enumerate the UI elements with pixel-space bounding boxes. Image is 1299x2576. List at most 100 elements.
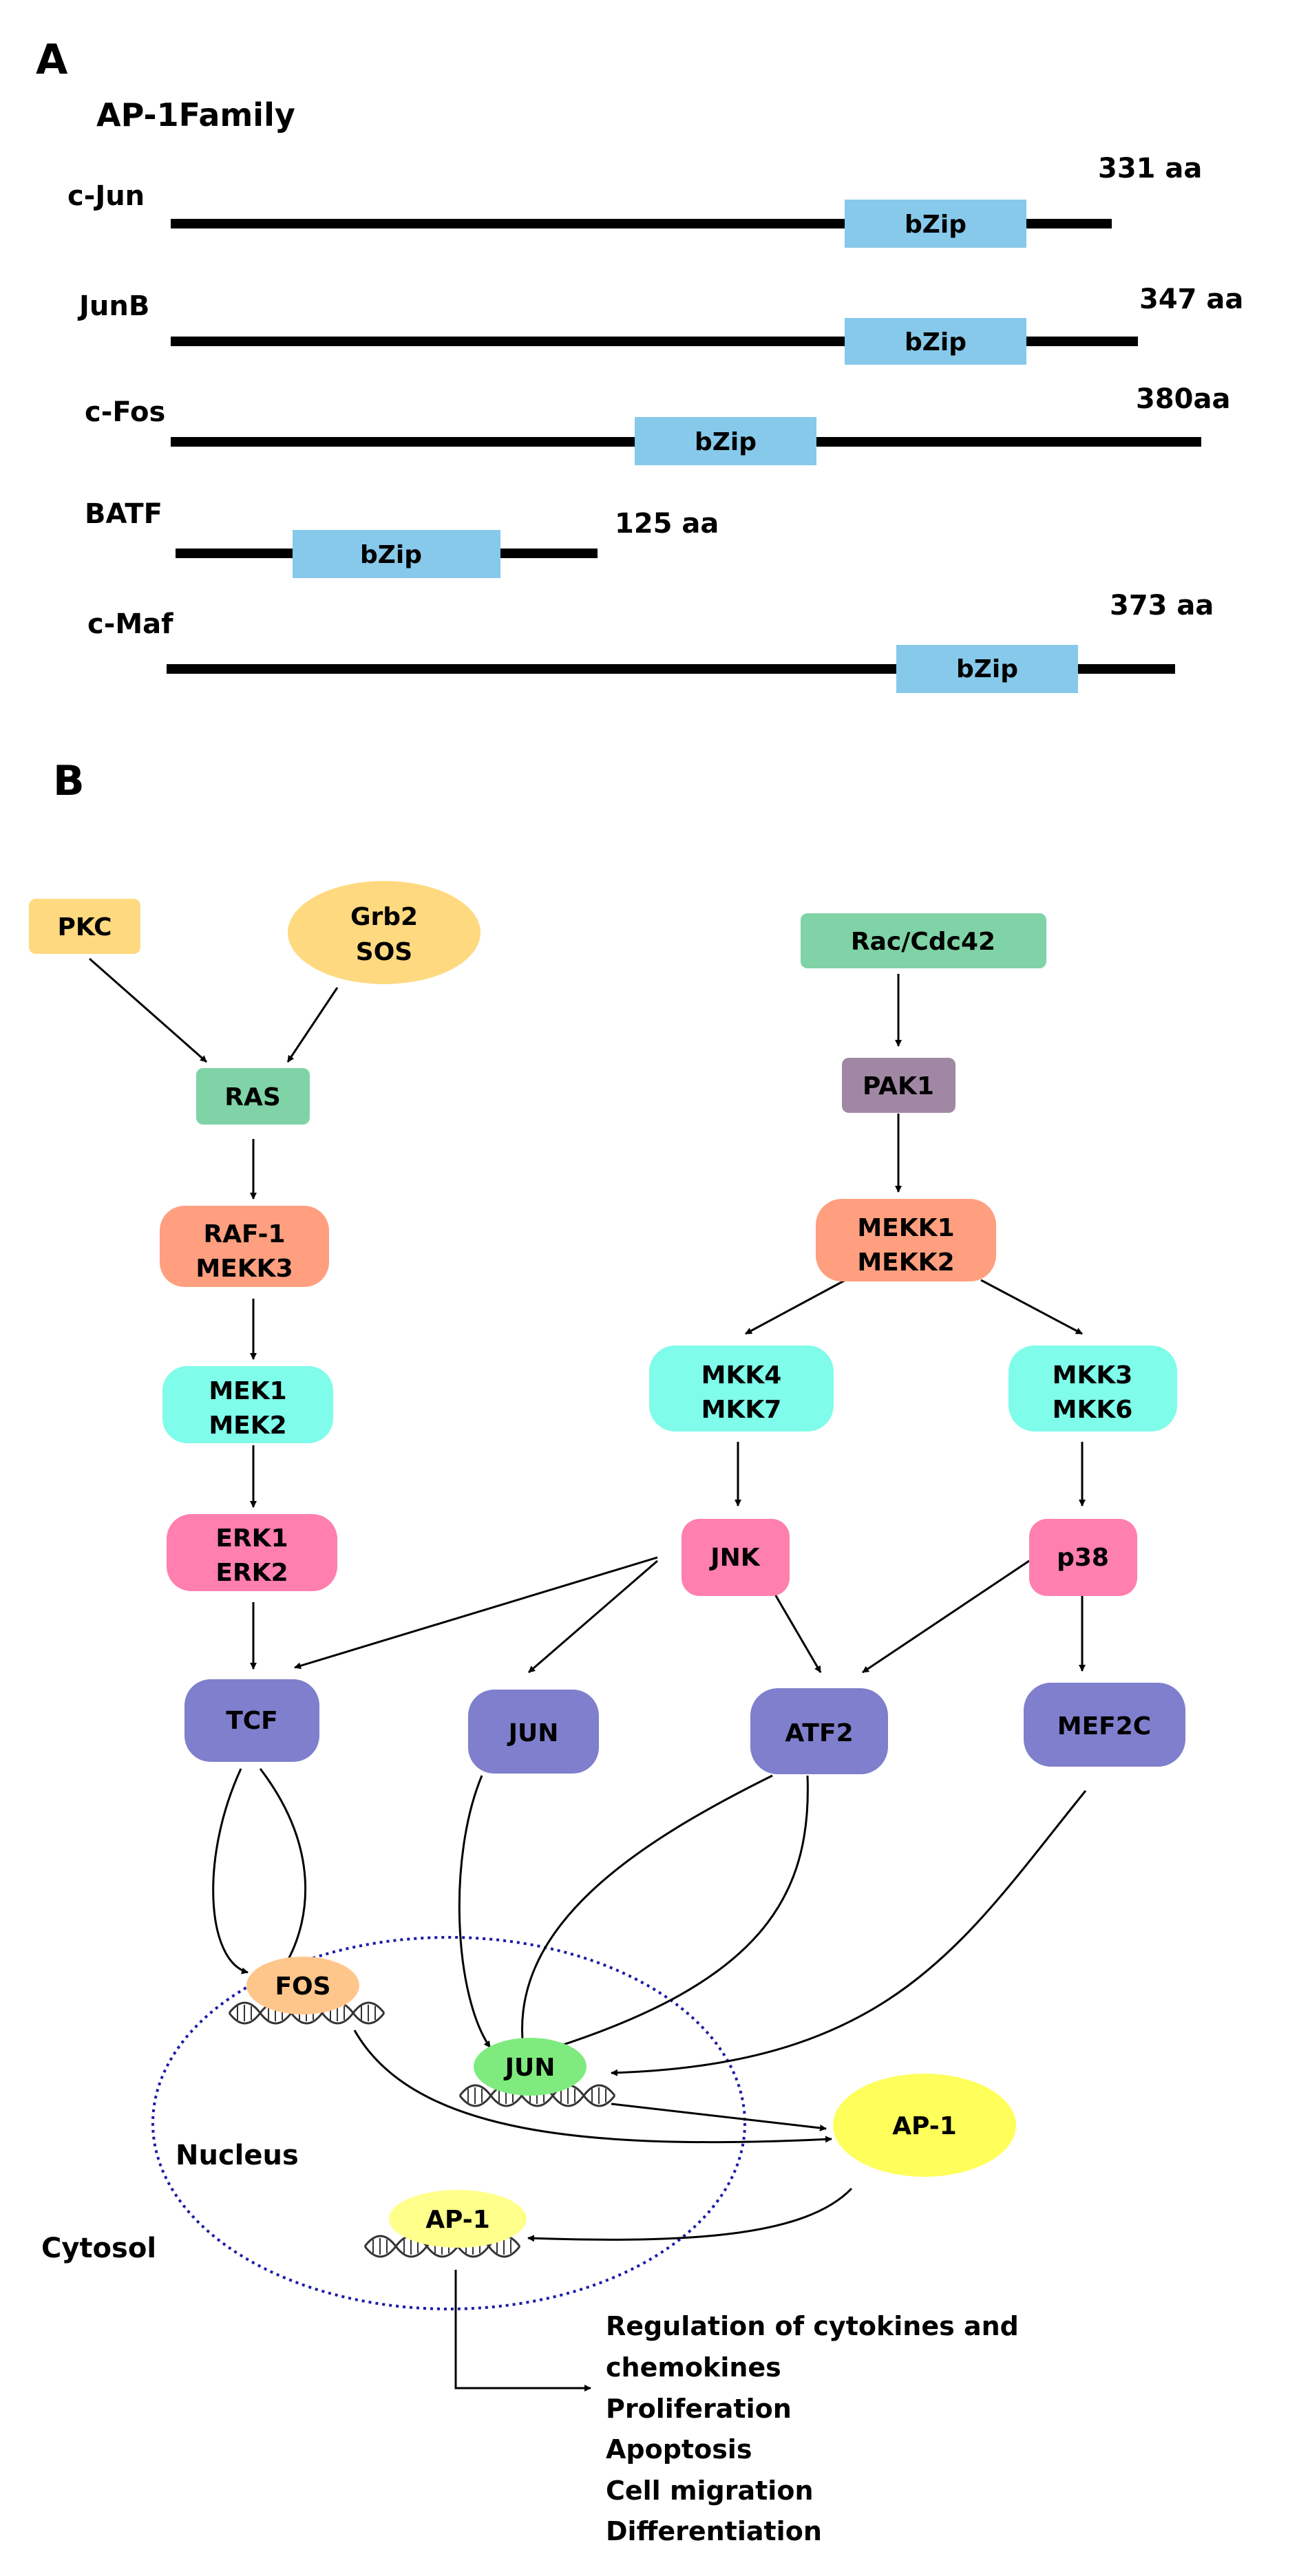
- protein-length: 373 aa: [1110, 590, 1214, 621]
- nucleus-label: Nucleus: [176, 2140, 299, 2171]
- node-fos-gene: FOS: [246, 1957, 359, 2014]
- arrow-mef2c-jungene: [611, 1790, 1087, 2076]
- bzip-domain: [635, 417, 816, 465]
- svg-text:ERK2: ERK2: [215, 1559, 288, 1587]
- arrow-jnk-atf2: [771, 1589, 822, 1673]
- bzip-domain: [896, 645, 1078, 693]
- node-jun: JUN: [468, 1690, 599, 1774]
- svg-text:JUN: JUN: [503, 2054, 556, 2082]
- svg-text:SOS: SOS: [356, 938, 412, 966]
- svg-text:FOS: FOS: [275, 1972, 330, 2001]
- svg-text:Grb2: Grb2: [350, 903, 418, 931]
- arrow-p38-atf2: [862, 1560, 1030, 1674]
- svg-text:MEKK1: MEKK1: [857, 1214, 954, 1242]
- protein-row-c-maf: c-Maf bZip 373 aa: [87, 590, 1214, 693]
- protein-name: c-Jun: [67, 180, 145, 212]
- svg-text:MKK6: MKK6: [1053, 1396, 1133, 1424]
- node-jun-gene: JUN: [474, 2038, 587, 2096]
- protein-name: c-Maf: [87, 608, 173, 640]
- node-erk1-erk2: ERK1 ERK2: [167, 1514, 337, 1591]
- svg-text:MEK1: MEK1: [209, 1377, 286, 1405]
- svg-text:Rac/Cdc42: Rac/Cdc42: [851, 928, 995, 956]
- arrow-atf2-jungene-a: [519, 1774, 773, 2048]
- arrow-grb2-ras: [286, 987, 339, 1063]
- protein-row-c-fos: c-Fos bZip 380aa: [85, 383, 1230, 465]
- node-ras: RAS: [196, 1068, 310, 1125]
- svg-text:AP-1: AP-1: [425, 2206, 490, 2234]
- protein-name: c-Fos: [85, 396, 165, 428]
- protein-row-c-jun: c-Jun bZip 331 aa: [67, 153, 1202, 248]
- bzip-label: bZip: [905, 211, 967, 239]
- protein-length: 331 aa: [1098, 153, 1202, 184]
- arrow-jnk-tcf: [294, 1556, 658, 1670]
- node-ap1-gene: AP-1: [389, 2190, 527, 2248]
- outcome-item: Cell migration: [606, 2476, 814, 2506]
- svg-text:MEKK2: MEKK2: [857, 1248, 954, 1277]
- arrow-jnk-jun: [528, 1560, 658, 1674]
- node-pak1: PAK1: [842, 1058, 955, 1113]
- arrow-pkc-ras: [89, 957, 207, 1063]
- svg-text:JNK: JNK: [708, 1544, 761, 1572]
- outcome-item: Proliferation: [606, 2394, 792, 2424]
- outcome-item: Apoptosis: [606, 2434, 752, 2465]
- svg-text:RAF-1: RAF-1: [203, 1220, 285, 1248]
- outcome-item: Differentiation: [606, 2516, 822, 2546]
- svg-text:MKK7: MKK7: [701, 1396, 782, 1424]
- protein-row-junb: JunB bZip 347 aa: [77, 284, 1243, 365]
- bzip-label: bZip: [695, 428, 757, 456]
- node-grb2-sos: Grb2 SOS: [288, 881, 480, 984]
- protein-length: 347 aa: [1139, 284, 1243, 315]
- bzip-label: bZip: [905, 328, 967, 356]
- svg-text:MEK2: MEK2: [209, 1412, 286, 1440]
- protein-length: 380aa: [1136, 383, 1230, 415]
- node-tcf: TCF: [184, 1679, 319, 1762]
- node-mek1-mek2: MEK1 MEK2: [162, 1366, 333, 1443]
- protein-row-batf: BATF bZip 125 aa: [85, 498, 719, 578]
- protein-length: 125 aa: [615, 508, 719, 540]
- node-mkk4-mkk7: MKK4 MKK7: [649, 1345, 834, 1431]
- pathway-arrows: [89, 957, 1087, 2392]
- bzip-domain: [293, 530, 500, 578]
- protein-name: JunB: [77, 290, 149, 322]
- node-mkk3-mkk6: MKK3 MKK6: [1008, 1345, 1177, 1431]
- arrow-atf2-jungene-b: [554, 1775, 809, 2049]
- arrow-fos-ap1: [353, 2030, 832, 2144]
- arrow-ap1gene-outcomes: [454, 2270, 591, 2392]
- node-ap1-protein: AP-1: [833, 2074, 1016, 2177]
- svg-text:TCF: TCF: [226, 1707, 278, 1735]
- node-p38: p38: [1029, 1519, 1137, 1596]
- bzip-domain: [845, 200, 1026, 248]
- svg-text:MEF2C: MEF2C: [1057, 1712, 1151, 1741]
- node-rac-cdc42: Rac/Cdc42: [801, 913, 1046, 968]
- panel-a-letter: A: [36, 36, 68, 84]
- arrow-mekk-mkk36: [980, 1279, 1083, 1335]
- arrow-jungene-ap1: [611, 2103, 827, 2131]
- svg-text:MKK3: MKK3: [1053, 1361, 1133, 1390]
- arrow-mekk-mkk47: [745, 1279, 846, 1335]
- svg-text:RAS: RAS: [224, 1083, 281, 1111]
- protein-name: BATF: [85, 498, 162, 530]
- outcome-item: chemokines: [606, 2352, 781, 2383]
- panel-b-letter: B: [53, 757, 85, 805]
- svg-text:AP-1: AP-1: [892, 2112, 957, 2140]
- bzip-domain: [845, 318, 1026, 365]
- node-pkc: PKC: [29, 899, 140, 954]
- node-atf2: ATF2: [750, 1688, 888, 1774]
- nucleus-membrane: [151, 1936, 746, 2310]
- svg-text:ERK1: ERK1: [215, 1524, 288, 1553]
- svg-text:p38: p38: [1057, 1544, 1109, 1572]
- outcomes-list: Regulation of cytokines and chemokines P…: [606, 2311, 1019, 2546]
- svg-text:MKK4: MKK4: [701, 1361, 782, 1390]
- outcome-item: Regulation of cytokines and: [606, 2311, 1019, 2341]
- node-raf1-mekk3: RAF-1 MEKK3: [160, 1206, 329, 1287]
- node-mekk1-mekk2: MEKK1 MEKK2: [816, 1199, 996, 1281]
- node-mef2c: MEF2C: [1024, 1683, 1185, 1767]
- bzip-label: bZip: [360, 541, 422, 569]
- arrow-tcf-fos-b: [259, 1768, 307, 1970]
- bzip-label: bZip: [956, 655, 1018, 683]
- node-jnk: JNK: [682, 1519, 790, 1596]
- panel-a-title: AP-1Family: [96, 96, 295, 134]
- svg-text:JUN: JUN: [507, 1719, 559, 1747]
- cytosol-label: Cytosol: [41, 2233, 156, 2264]
